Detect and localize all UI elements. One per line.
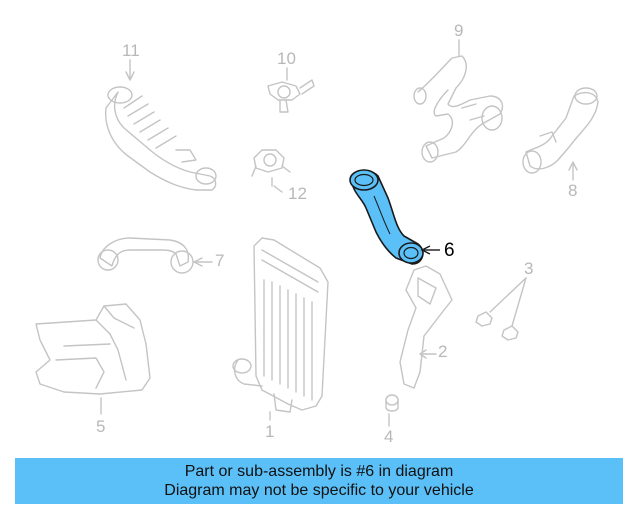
part-9-pipe — [413, 39, 504, 163]
parts-diagram — [35, 39, 599, 427]
callout-7: 7 — [215, 251, 225, 270]
callout-2: 2 — [438, 342, 448, 361]
part-11-intake-hose — [105, 59, 217, 191]
callout-10: 10 — [277, 49, 296, 68]
banner-line-2: Diagram may not be specific to your vehi… — [164, 482, 474, 499]
part-12-clamp — [251, 149, 291, 193]
callout-12: 12 — [288, 184, 307, 203]
part-5-duct — [35, 303, 151, 415]
part-2-bracket — [399, 265, 453, 389]
callout-6[interactable]: 6 — [444, 240, 455, 261]
banner-line-1: Part or sub-assembly is #6 in diagram — [184, 463, 454, 480]
part-8-hose — [522, 87, 599, 181]
callout-4: 4 — [384, 427, 394, 446]
callout-11: 11 — [122, 41, 140, 60]
part-7-hose — [97, 237, 213, 274]
callout-1: 1 — [265, 422, 275, 441]
part-10-valve — [267, 67, 315, 113]
callout-9: 9 — [454, 21, 464, 40]
part-3-clips — [475, 277, 527, 341]
part-6-arrow-head — [420, 245, 431, 255]
part-4-plug — [385, 394, 399, 427]
part-6-hose-highlighted[interactable] — [349, 169, 440, 265]
callout-3: 3 — [524, 259, 534, 278]
callout-8: 8 — [568, 181, 578, 200]
part-1-intercooler — [232, 237, 329, 421]
info-banner: Part or sub-assembly is #6 in diagram Di… — [15, 458, 623, 504]
callout-5: 5 — [96, 417, 106, 436]
